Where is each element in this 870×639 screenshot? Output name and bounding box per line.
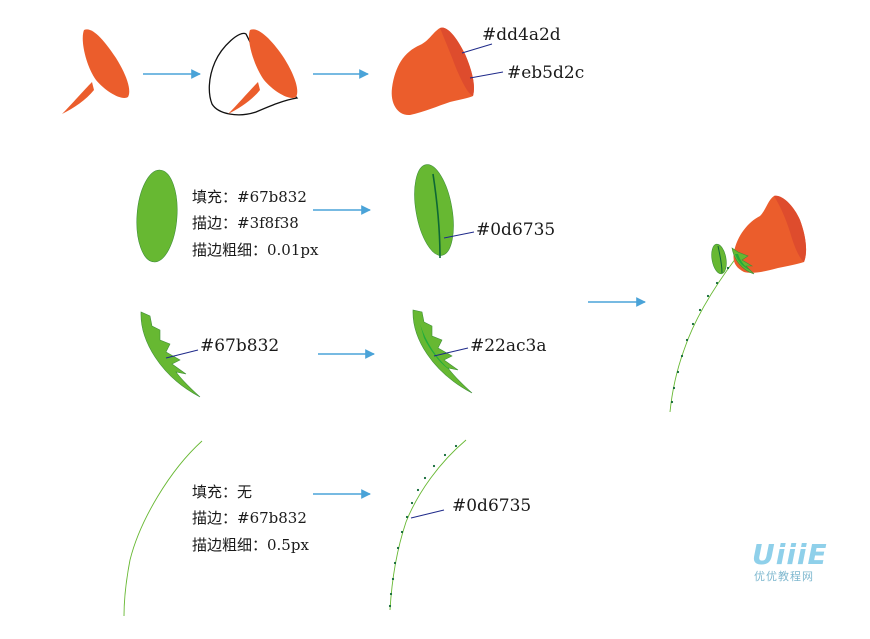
stem-spec-stroke: 描边：#67b832 [192, 509, 307, 527]
sepal-with-highlight [412, 309, 473, 394]
stem-with-dots [388, 439, 467, 611]
leaf-spec-stroke-width: 描边粗细：0.01px [192, 241, 319, 259]
leaf-plain [136, 169, 178, 263]
leaf-with-vein [414, 164, 454, 259]
leaf-spec-fill: 填充：#67b832 [192, 188, 307, 206]
watermark-site-name: 优优教程网 [754, 570, 814, 583]
label-sepal-highlight: #22ac3a [470, 336, 547, 356]
leaf-spec-stroke: 描边：#3f8f38 [192, 214, 299, 232]
flower-step-3 [391, 27, 475, 116]
pointer-flower-b [469, 71, 504, 79]
stem-spec-stroke-width: 描边粗细：0.5px [192, 536, 309, 554]
label-flower-color-b: #eb5d2c [507, 63, 585, 83]
stem-spec-fill: 填充：无 [192, 483, 253, 501]
stem-plain [123, 440, 203, 617]
label-leaf-vein: #0d6735 [476, 220, 556, 240]
label-sepal: #67b832 [200, 336, 280, 356]
pointer-stem-dots [410, 509, 445, 519]
flower-step-2 [208, 29, 299, 116]
pointer-flower-a [461, 43, 493, 54]
flower-step-1 [62, 29, 130, 114]
pointer-leaf-vein [443, 231, 475, 239]
label-stem-dots: #0d6735 [452, 496, 532, 516]
pointer-sepal-highlight [433, 347, 469, 357]
watermark-logo: UiiiE [752, 538, 828, 571]
sepal-plain [140, 311, 201, 398]
pointer-sepal [165, 349, 199, 359]
label-flower-color-a: #dd4a2d [482, 25, 561, 45]
composed-flower [669, 195, 807, 413]
